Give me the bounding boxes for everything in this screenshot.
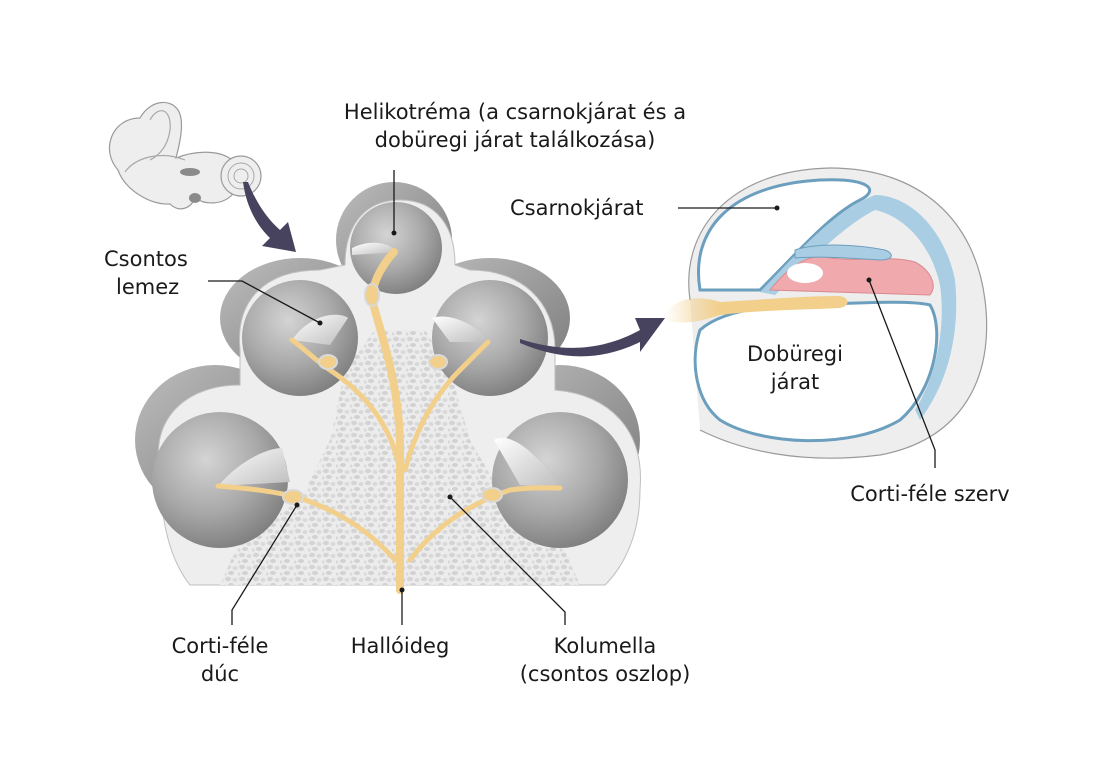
label-auditory-nerve: Hallóideg: [350, 634, 450, 658]
cochlea-icon: [220, 155, 262, 197]
label-scala-tympani: Dobüregi járat: [735, 340, 855, 396]
label-modiolus-line2: (csontos oszlop): [519, 662, 691, 686]
label-bony-lamina: Csontos lemez: [104, 245, 188, 301]
label-organ-of-corti: Corti-féle szerv: [850, 482, 1010, 506]
label-helicotrema-line1: Helikotréma (a csarnokjárat és a: [343, 100, 687, 124]
leader-dots: [294, 205, 872, 593]
label-helicotrema: Helikotréma (a csarnokjárat és a dobüreg…: [300, 98, 730, 154]
bony-lamina: [218, 242, 560, 488]
pointer-arrow-down: [243, 182, 296, 252]
label-scala-tympani-line1: Dobüregi: [747, 342, 843, 366]
cochlea-cross-section: [135, 182, 641, 594]
cochlear-duct-detail: [665, 167, 988, 459]
label-bony-lamina-line1: Csontos: [104, 247, 188, 271]
inner-ear-icon: [108, 101, 262, 210]
leader-lines: [208, 170, 936, 625]
spiral-ganglion-nodes: [282, 283, 503, 505]
nerve-bundle: [665, 296, 848, 323]
label-helicotrema-line2: dobüregi járat találkozása): [374, 128, 656, 152]
label-spiral-ganglion: Corti-féle dúc: [150, 632, 290, 688]
pointer-arrow-right: [520, 318, 665, 357]
label-modiolus: Kolumella (csontos oszlop): [490, 632, 720, 688]
label-bony-lamina-line2: lemez: [116, 275, 180, 299]
label-spiral-ganglion-line2: dúc: [200, 662, 240, 686]
label-spiral-ganglion-line1: Corti-féle: [171, 634, 269, 658]
label-scala-tympani-line2: járat: [770, 370, 820, 394]
label-modiolus-line1: Kolumella: [553, 634, 657, 658]
label-scala-vestibuli: Csarnokjárat: [510, 196, 644, 220]
